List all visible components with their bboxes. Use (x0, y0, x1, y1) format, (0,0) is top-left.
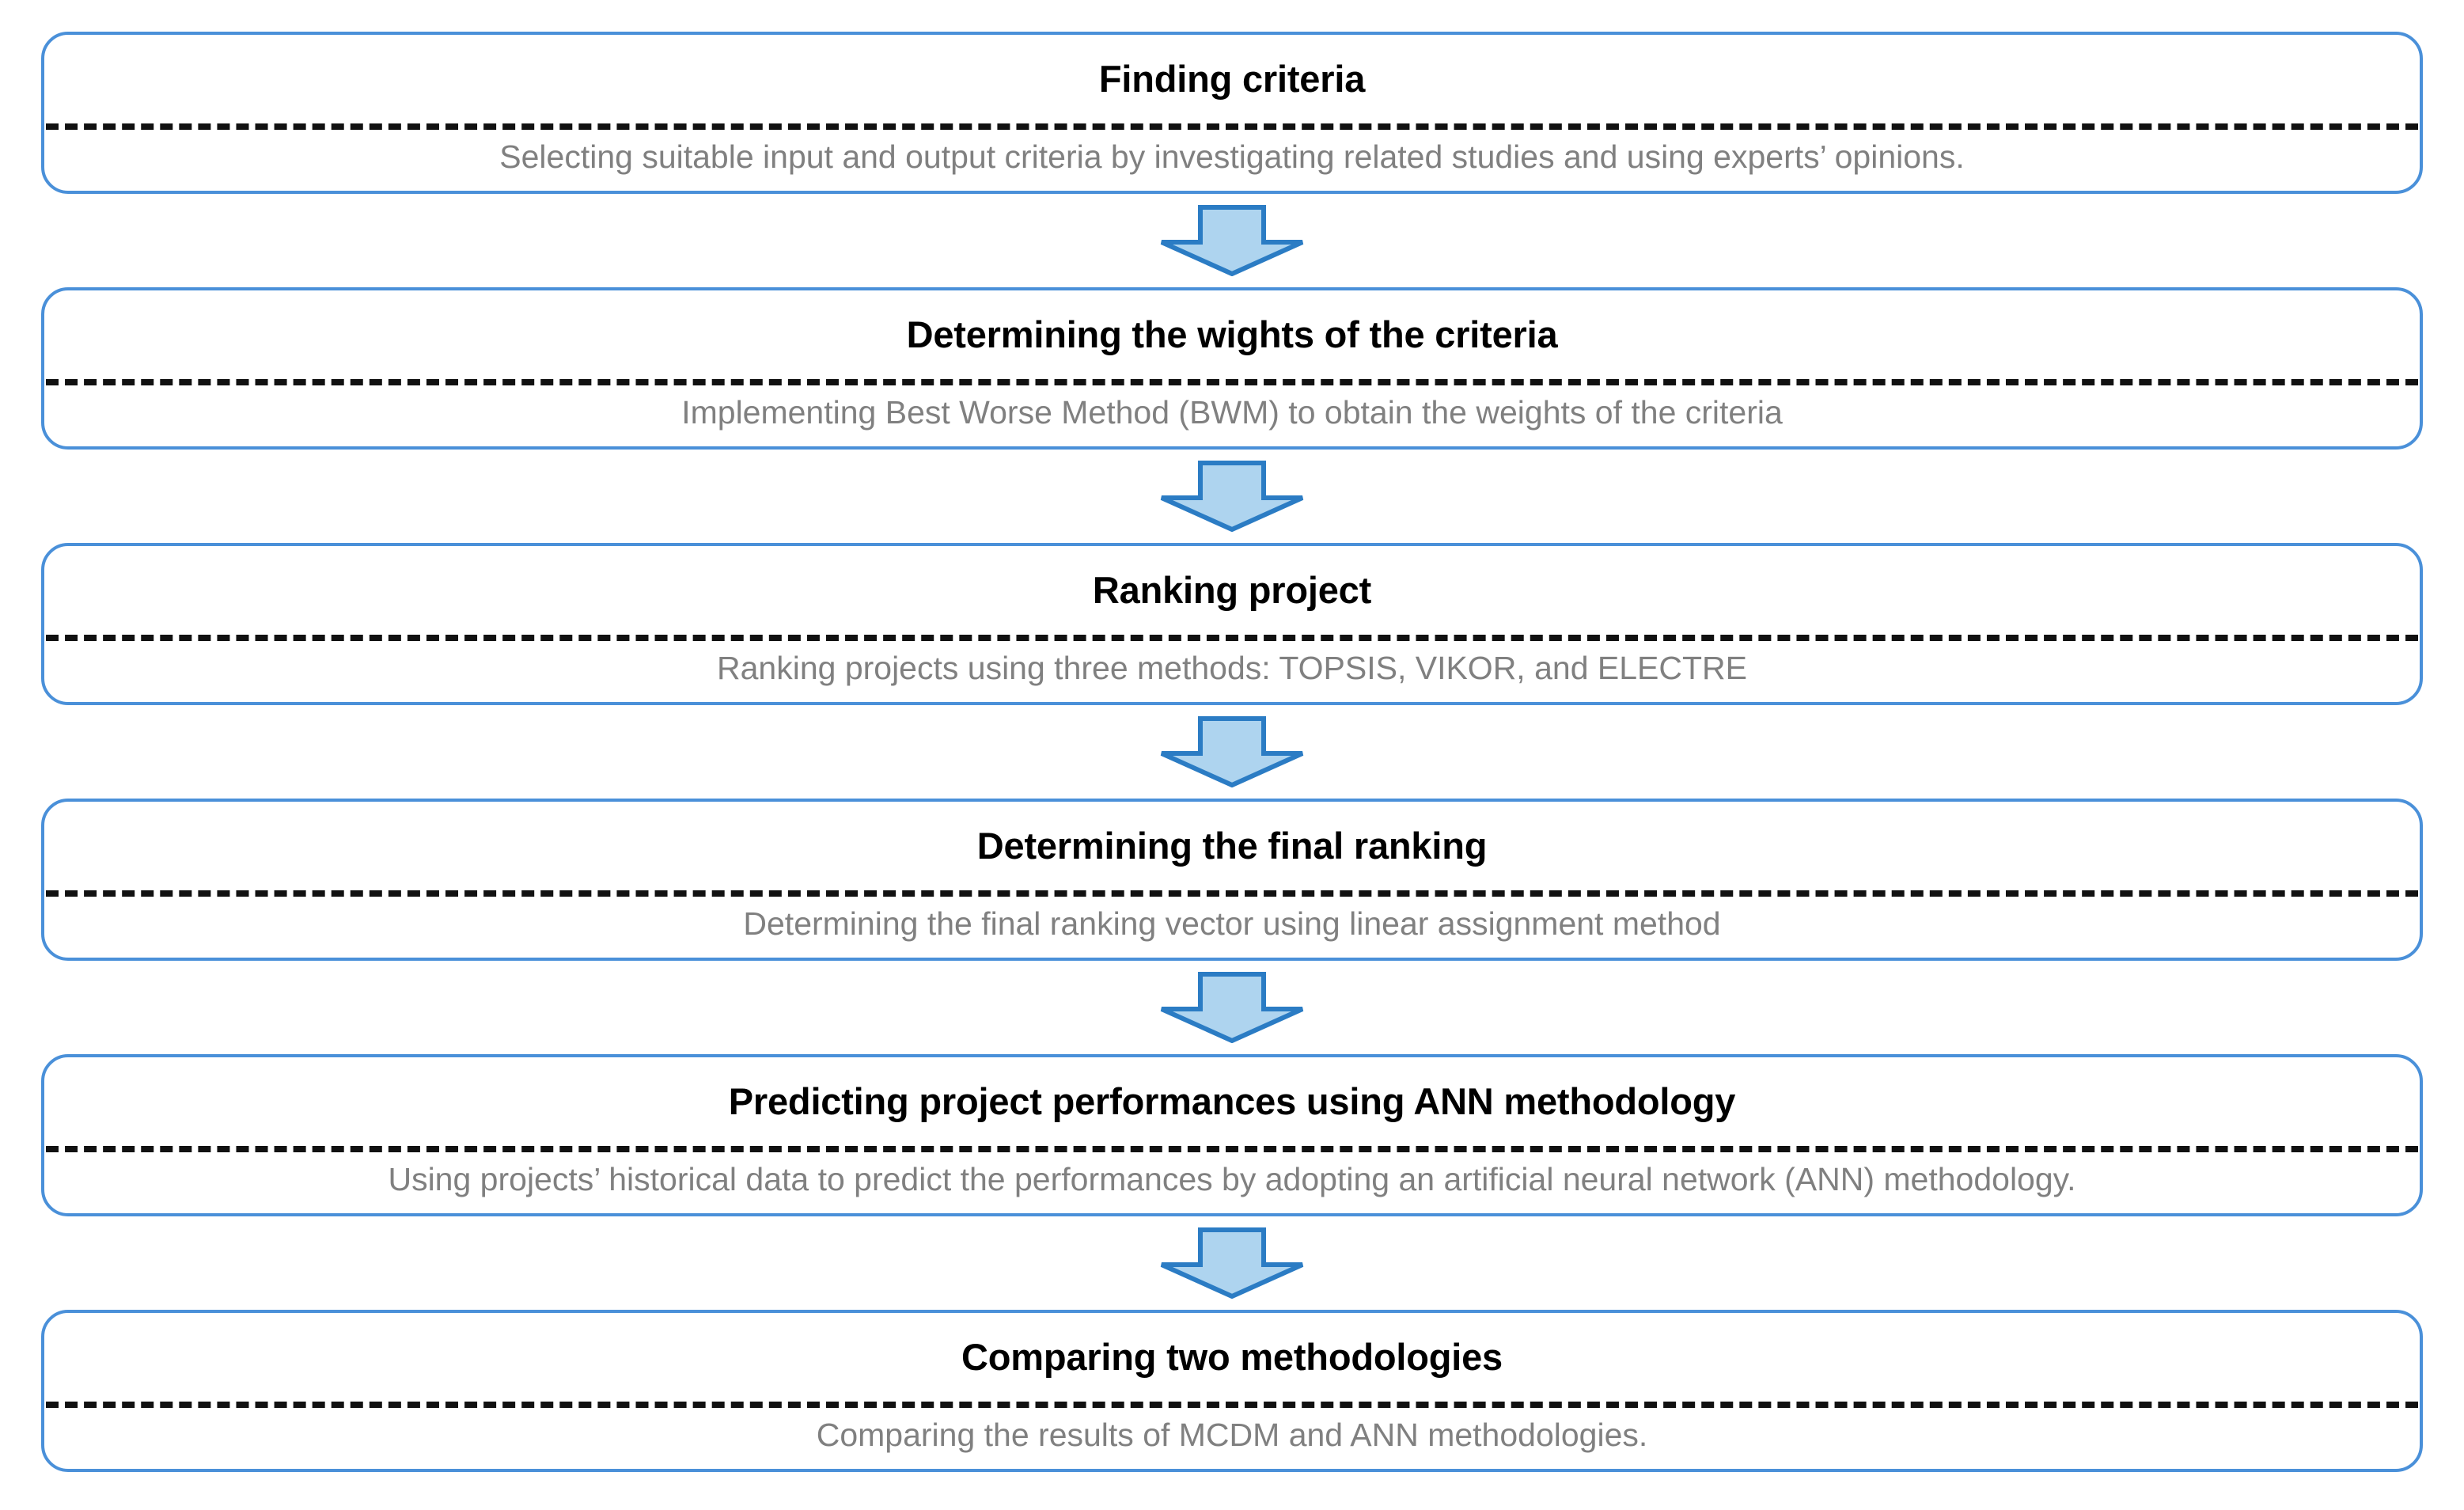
step-divider (46, 890, 2418, 897)
connector-arrow-4 (41, 961, 2423, 1054)
step-title-area: Ranking project (44, 546, 2420, 635)
step-title: Predicting project performances using AN… (728, 1080, 1736, 1123)
connector-arrow-3 (41, 705, 2423, 799)
step-description: Selecting suitable input and output crit… (499, 138, 1965, 175)
connector-arrow-5 (41, 1216, 2423, 1310)
step-title-area: Predicting project performances using AN… (44, 1057, 2420, 1146)
flow-step-ranking-project: Ranking project Ranking projects using t… (41, 543, 2423, 705)
step-description: Ranking projects using three methods: TO… (717, 649, 1747, 686)
step-title: Determining the wights of the criteria (906, 313, 1558, 356)
down-arrow-icon (1160, 205, 1304, 276)
step-divider (46, 123, 2418, 130)
flow-step-comparing-methodologies: Comparing two methodologies Comparing th… (41, 1310, 2423, 1472)
flow-step-determining-weights: Determining the wights of the criteria I… (41, 287, 2423, 450)
step-title-area: Determining the wights of the criteria (44, 290, 2420, 379)
step-description-area: Using projects’ historical data to predi… (44, 1152, 2420, 1213)
down-arrow-icon (1160, 1227, 1304, 1299)
down-arrow-icon (1160, 461, 1304, 532)
step-description-area: Comparing the results of MCDM and ANN me… (44, 1408, 2420, 1469)
step-title: Determining the final ranking (976, 825, 1488, 867)
flow-step-predicting-performances-ann: Predicting project performances using AN… (41, 1054, 2423, 1216)
step-title: Finding criteria (1098, 58, 1366, 101)
step-description: Comparing the results of MCDM and ANN me… (816, 1416, 1648, 1453)
step-divider (46, 1146, 2418, 1152)
down-arrow-icon (1160, 972, 1304, 1043)
connector-arrow-2 (41, 450, 2423, 543)
step-description-area: Selecting suitable input and output crit… (44, 130, 2420, 191)
step-divider (46, 379, 2418, 385)
step-divider (46, 1402, 2418, 1408)
connector-arrow-1 (41, 194, 2423, 287)
down-arrow-icon (1160, 716, 1304, 787)
step-title-area: Comparing two methodologies (44, 1313, 2420, 1402)
step-title-area: Determining the final ranking (44, 802, 2420, 890)
step-title-area: Finding criteria (44, 35, 2420, 123)
flow-step-finding-criteria: Finding criteria Selecting suitable inpu… (41, 32, 2423, 194)
step-title: Ranking project (1092, 569, 1372, 612)
step-description-area: Ranking projects using three methods: TO… (44, 641, 2420, 702)
step-description: Using projects’ historical data to predi… (388, 1160, 2076, 1197)
step-description: Implementing Best Worse Method (BWM) to … (681, 393, 1783, 431)
step-description-area: Determining the final ranking vector usi… (44, 897, 2420, 958)
step-title: Comparing two methodologies (961, 1336, 1503, 1379)
step-divider (46, 635, 2418, 641)
step-description-area: Implementing Best Worse Method (BWM) to … (44, 385, 2420, 446)
flow-step-determining-final-ranking: Determining the final ranking Determinin… (41, 799, 2423, 961)
step-description: Determining the final ranking vector usi… (743, 905, 1721, 942)
